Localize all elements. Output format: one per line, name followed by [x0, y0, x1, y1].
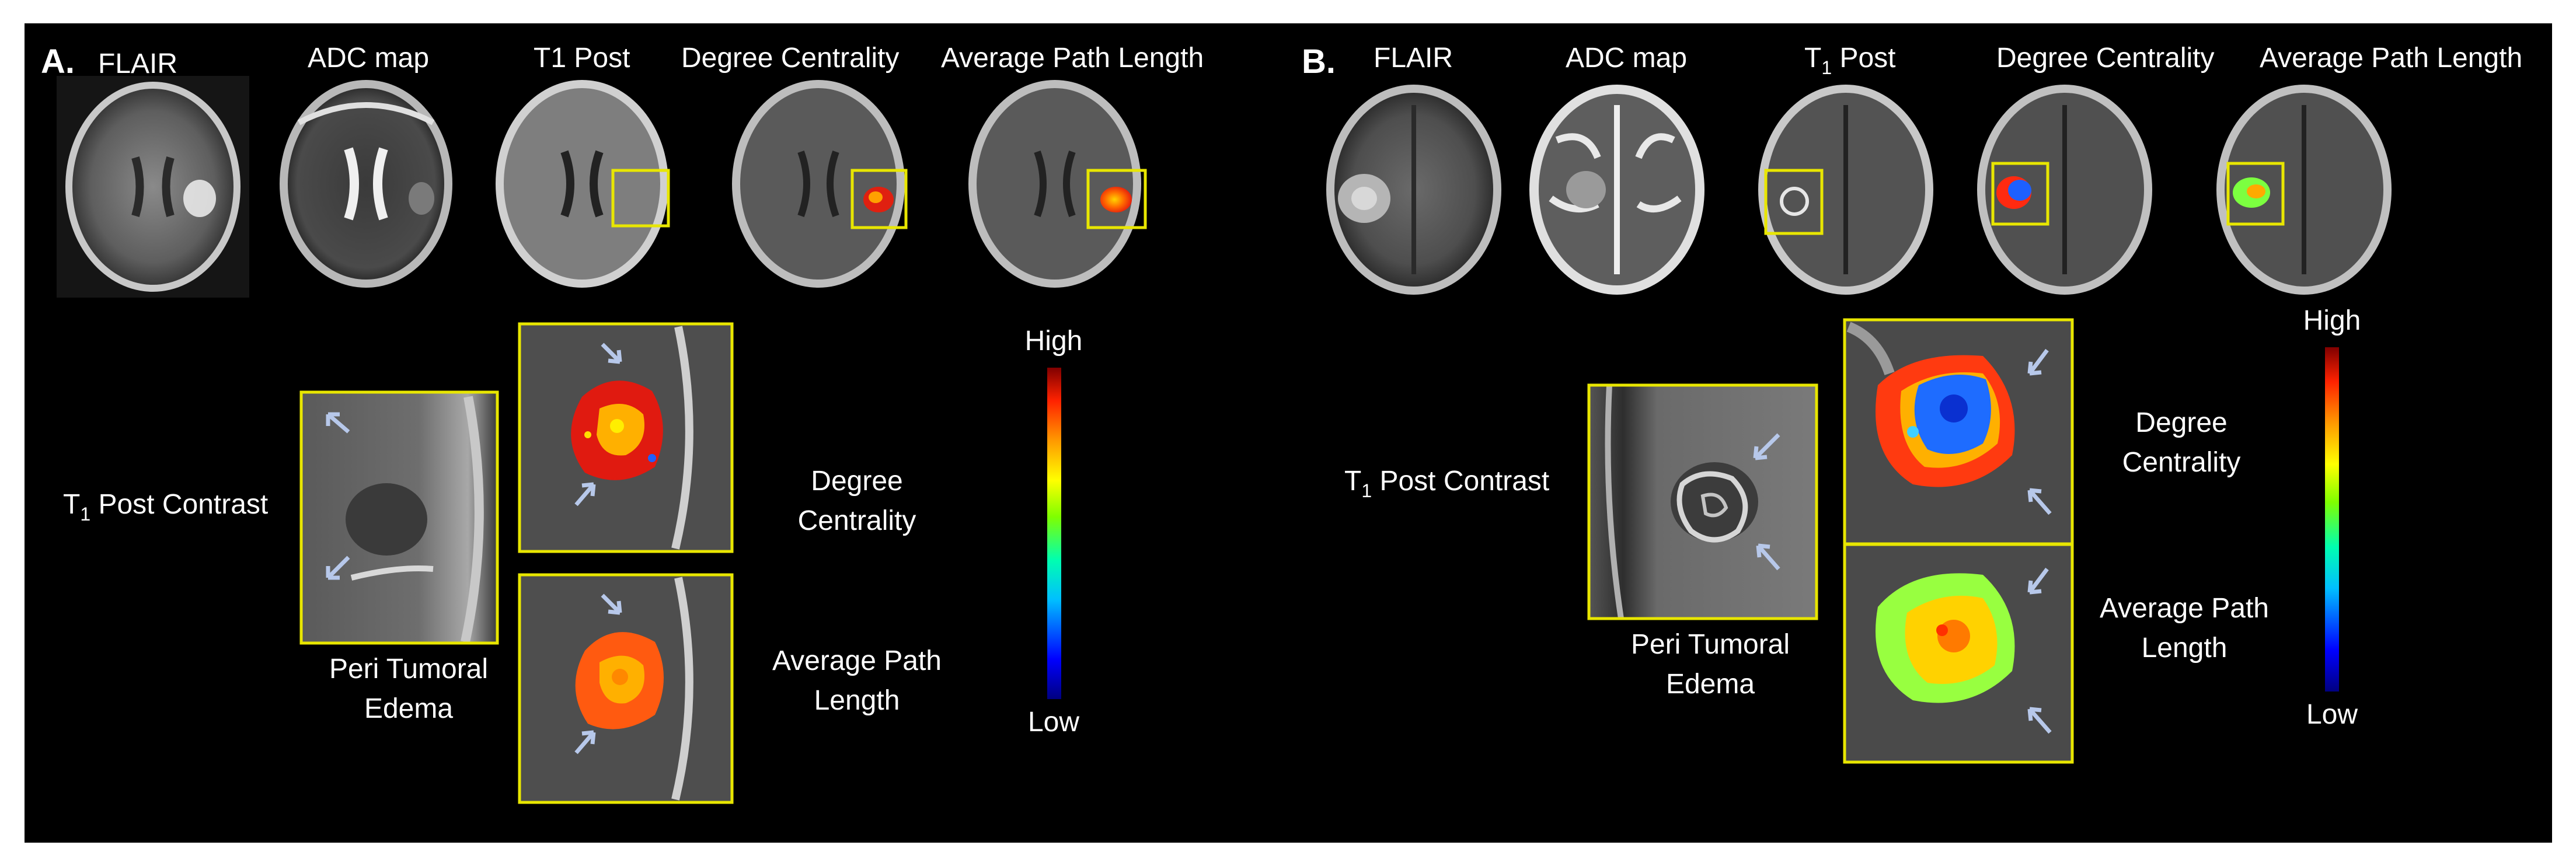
header-adc-map: ADC map	[308, 43, 429, 74]
arrow-icon	[2027, 707, 2052, 734]
average-path-length-scan	[2216, 85, 2392, 295]
panel-b-letter: B.	[1302, 43, 1336, 81]
panel-a: A. FLAIR ADC map T1 Post Degree Centrali…	[25, 23, 1271, 843]
panel-b-canvas: B. FLAIR ADC map T1 Post Degree Centrali…	[1302, 43, 2522, 764]
colorbar-low-label: Low	[2306, 699, 2358, 730]
apl-label-line1: Average Path	[2100, 593, 2269, 624]
arrow-icon	[2027, 348, 2049, 376]
degree-centrality-scan	[1977, 85, 2152, 295]
degree-label-line1: Degree	[2135, 407, 2227, 438]
edema-label-line2: Edema	[364, 693, 453, 724]
arrow-icon	[574, 482, 596, 507]
t1-post-contrast-label: T1 Post Contrast	[1344, 466, 1549, 501]
colorbar-high-label: High	[2303, 305, 2361, 336]
header-degree-centrality: Degree Centrality	[1996, 43, 2215, 74]
arrow-icon	[574, 730, 596, 755]
apl-roi-box	[1086, 169, 1147, 229]
panel-a-canvas: A. FLAIR ADC map T1 Post Degree Centrali…	[41, 43, 1204, 804]
header-average-path-length: Average Path Length	[2260, 43, 2522, 74]
header-average-path-length: Average Path Length	[941, 43, 1204, 74]
adc-map-scan	[1529, 85, 1704, 295]
panel-b: B. FLAIR ADC map T1 Post Degree Centrali…	[1271, 23, 2552, 843]
header-t1-post: T1 Post	[1804, 43, 1896, 78]
arrow-icon	[326, 412, 350, 434]
degree-roi-box	[1991, 162, 2049, 226]
degree-roi-box	[850, 169, 908, 229]
apl-zoom-panel	[518, 573, 734, 804]
apl-label-line2: Length	[814, 685, 900, 716]
colorbar-low-label: Low	[1028, 707, 1079, 738]
t1-zoom-panel	[1587, 383, 1818, 620]
flair-scan	[1326, 85, 1501, 295]
header-adc-map: ADC map	[1566, 43, 1687, 74]
edema-label-line1: Peri Tumoral	[329, 654, 488, 685]
arrow-icon	[601, 593, 622, 615]
apl-roi-box	[2226, 162, 2285, 226]
panel-a-letter: A.	[41, 43, 75, 81]
t1-roi-box	[1764, 169, 1824, 235]
header-flair: FLAIR	[98, 48, 177, 79]
edema-label-line1: Peri Tumoral	[1631, 629, 1790, 660]
t1-post-contrast-label: T1 Post Contrast	[63, 489, 268, 525]
t1-zoom-panel	[299, 390, 499, 645]
average-path-length-scan	[968, 80, 1147, 288]
apl-label-line2: Length	[2142, 633, 2228, 664]
arrow-icon	[1753, 433, 1780, 460]
degree-label-line2: Centrality	[798, 505, 916, 536]
apl-zoom-panel	[1843, 543, 2074, 764]
t1-post-scan	[1758, 85, 1933, 295]
arrow-icon	[326, 556, 350, 580]
header-degree-centrality: Degree Centrality	[681, 43, 900, 74]
edema-label-line2: Edema	[1666, 669, 1755, 700]
degree-zoom-panel	[1843, 318, 2074, 546]
degree-label-line2: Centrality	[2122, 447, 2241, 478]
t1-roi-box	[611, 169, 670, 228]
degree-centrality-scan	[732, 80, 908, 288]
colorbar	[2325, 347, 2339, 692]
arrow-icon	[601, 343, 622, 364]
t1-post-scan	[496, 80, 670, 288]
adc-map-scan	[280, 80, 452, 288]
apl-label-line1: Average Path	[772, 645, 942, 676]
arrow-icon	[2027, 488, 2052, 515]
header-flair: FLAIR	[1374, 43, 1453, 74]
colorbar	[1047, 368, 1061, 699]
header-t1-post: T1 Post	[534, 43, 630, 74]
colorbar-high-label: High	[1025, 326, 1083, 357]
arrow-icon	[1756, 543, 1780, 571]
flair-scan	[57, 76, 249, 298]
degree-zoom-panel	[518, 322, 734, 553]
degree-label-line1: Degree	[811, 466, 902, 497]
arrow-icon	[2027, 567, 2049, 595]
